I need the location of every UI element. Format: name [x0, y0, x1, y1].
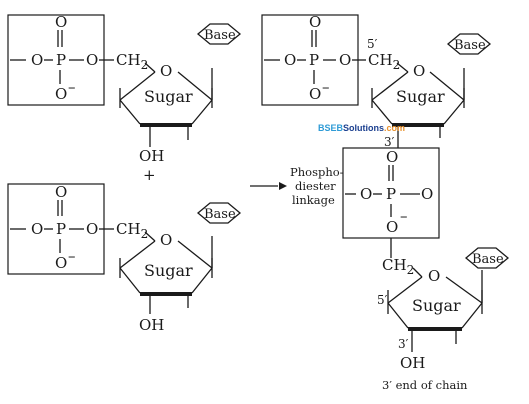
ring-oxygen: O	[428, 267, 440, 285]
double-bond-oxygen: O	[55, 183, 67, 201]
bridge-oxygen: O	[339, 51, 351, 69]
phosphodiester-linkage: O P O O – O	[342, 147, 440, 258]
three-prime-label: 3′	[398, 337, 409, 351]
bridge-oxygen: O	[86, 220, 98, 238]
phosphorus: P	[56, 51, 66, 69]
base-label: Base	[454, 38, 486, 53]
sugar-label: Sugar	[396, 87, 445, 106]
five-prime-label: 5′	[377, 293, 388, 307]
double-bond-oxygen: O	[55, 13, 67, 31]
watermark: BSEBSolutions.com	[318, 123, 405, 133]
five-prime-label: 5′	[367, 37, 378, 51]
phosphorus: P	[386, 185, 396, 203]
charged-oxygen: O	[55, 85, 67, 103]
ch2-subscript: 2	[141, 58, 149, 72]
base-label: Base	[472, 252, 504, 267]
sugar-label: Sugar	[412, 296, 461, 315]
charge-minus: –	[68, 247, 76, 265]
ring-oxygen: O	[160, 231, 172, 249]
svg-text:CH2: CH2	[116, 51, 148, 72]
charge-minus: –	[68, 78, 76, 96]
hydroxyl-3prime: OH	[400, 354, 425, 372]
ch2-subscript: 2	[393, 58, 401, 72]
svg-text:CH2: CH2	[116, 220, 148, 241]
hydroxyl-3prime: OH	[139, 147, 164, 165]
ester-oxygen: O	[31, 51, 43, 69]
reaction-arrow	[250, 182, 287, 190]
svg-text:CH2: CH2	[368, 51, 400, 72]
ring-oxygen: O	[160, 62, 172, 80]
charged-oxygen: O	[309, 85, 321, 103]
ch2-group: CH	[116, 51, 141, 69]
phosphorus: P	[56, 220, 66, 238]
hydroxyl-3prime: OH	[139, 316, 164, 334]
bridge-oxygen: O	[86, 51, 98, 69]
ch2-subscript: 2	[407, 263, 415, 277]
chain-upper-nucleotide: O P O O – O 5′ CH2 O Sugar Base 3′	[261, 13, 492, 149]
nucleotide-bottom-left: O P O O – O CH2 O Sugar Base OH	[7, 183, 242, 334]
charge-minus: –	[400, 207, 408, 225]
three-prime-label: 3′	[384, 135, 395, 149]
double-bond-oxygen: O	[386, 148, 398, 166]
nucleotide-top-left: O P O O – O CH2 O Sugar Base OH	[7, 13, 242, 165]
plus-sign: +	[143, 166, 156, 184]
charged-oxygen: O	[55, 254, 67, 272]
ch2-group: CH	[116, 220, 141, 238]
sugar-label: Sugar	[144, 261, 193, 280]
ester-oxygen: O	[360, 185, 372, 203]
linkage-label-line2: diester	[295, 179, 336, 193]
double-bond-oxygen: O	[309, 13, 321, 31]
base-hexagon	[196, 23, 242, 45]
base-label: Base	[204, 207, 236, 222]
ring-oxygen: O	[413, 62, 425, 80]
charge-minus: –	[322, 78, 330, 96]
end-of-chain-label: 3′ end of chain	[382, 378, 468, 392]
chain-lower-nucleotide: CH2 O Sugar Base 5′ 3′ OH	[377, 247, 510, 372]
linkage-label-line3: linkage	[292, 193, 335, 207]
phosphorus: P	[309, 51, 319, 69]
ester-oxygen: O	[31, 220, 43, 238]
ester-oxygen: O	[284, 51, 296, 69]
linkage-label-line1: Phospho-	[290, 165, 344, 179]
svg-text:CH2: CH2	[382, 256, 414, 277]
sugar-label: Sugar	[144, 87, 193, 106]
bridge-oxygen: O	[421, 185, 433, 203]
base-hexagon	[196, 202, 242, 224]
base-hexagon	[464, 247, 510, 269]
charged-oxygen: O	[386, 218, 398, 236]
ch2-group: CH	[368, 51, 393, 69]
base-hexagon	[446, 33, 492, 55]
ch2-group: CH	[382, 256, 407, 274]
ch2-subscript: 2	[141, 227, 149, 241]
base-label: Base	[204, 28, 236, 43]
